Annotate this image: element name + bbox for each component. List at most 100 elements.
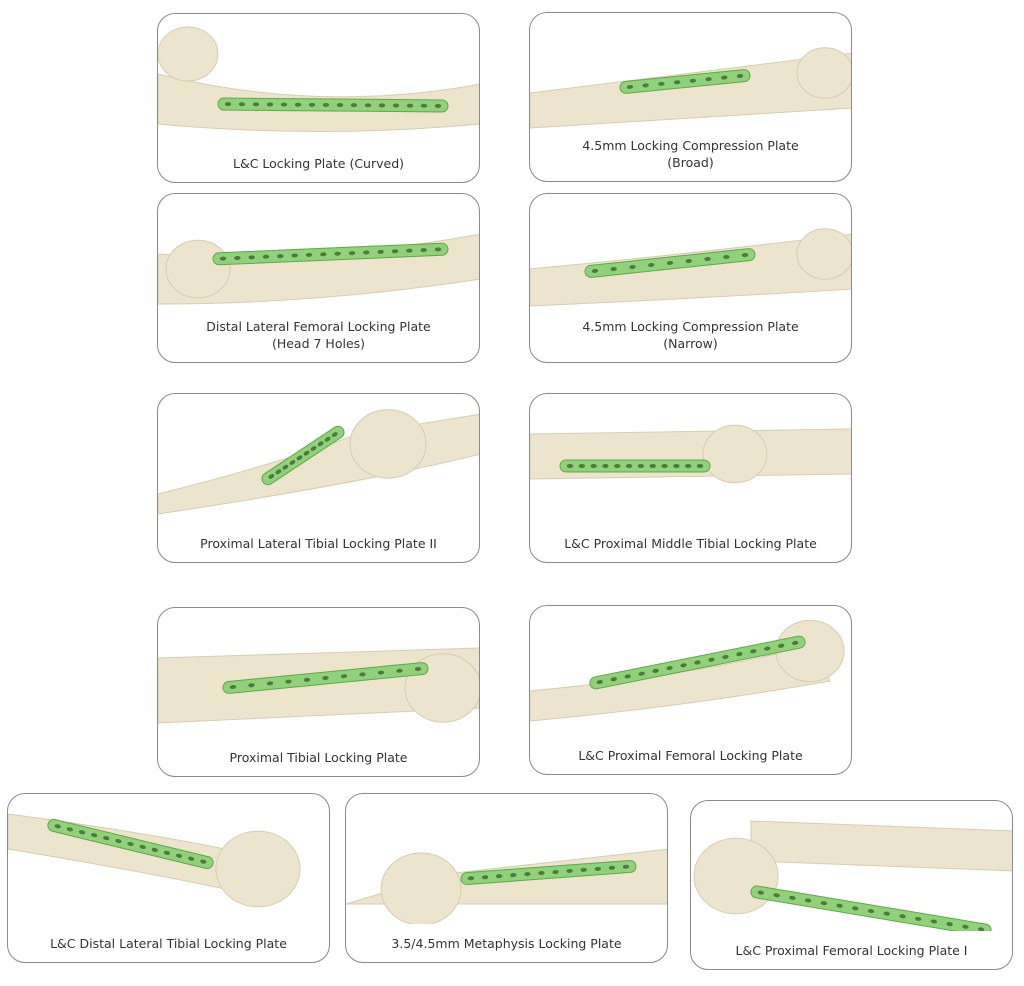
locking-plate [212, 242, 449, 266]
product-card[interactable]: L&C Locking Plate (Curved) [157, 13, 480, 183]
product-title: Proximal Lateral Tibial Locking Plate II [200, 536, 437, 551]
product-title: L&C Locking Plate (Curved) [232, 156, 405, 171]
plate-illustration [693, 820, 1012, 931]
plate-hole [340, 674, 348, 679]
plate-hole [248, 255, 255, 260]
plate-hole [262, 254, 270, 259]
plate-hole [188, 856, 195, 861]
plate-hole [977, 927, 985, 931]
plate-illustration [8, 813, 301, 908]
plate-hole [275, 469, 282, 475]
plate-hole [915, 916, 922, 921]
plate-hole [852, 906, 859, 911]
locking-plate [222, 662, 429, 694]
bone-joint [380, 852, 462, 924]
bone-shape [158, 413, 479, 515]
product-title: L&C Proximal Femoral Locking Plate I [735, 943, 968, 958]
plate-hole [757, 890, 765, 895]
bone-joint [349, 409, 427, 479]
bone-joint [693, 837, 779, 915]
plate-hole [364, 103, 372, 108]
plate-hole [685, 258, 692, 264]
plate-hole [495, 874, 503, 879]
plate-hole [378, 103, 386, 108]
plate-hole [90, 833, 98, 838]
plate-hole [406, 248, 413, 253]
plate-hole [867, 908, 875, 914]
plate-hole [773, 893, 780, 898]
product-card[interactable]: Proximal Lateral Tibial Locking Plate II [157, 393, 480, 563]
plate-hole [66, 827, 73, 832]
product-title: L&C Distal Lateral Tibial Locking Plate [50, 936, 287, 951]
locking-plate [460, 859, 637, 886]
plate-hole [626, 84, 634, 90]
product-card[interactable]: Proximal Tibial Locking Plate [157, 607, 480, 777]
plate-hole [624, 674, 631, 679]
plate-hole [248, 683, 255, 688]
plate-illustration [346, 848, 667, 924]
plate-hole [175, 853, 183, 858]
product-title: 4.5mm Locking Compression Plate [582, 319, 799, 334]
plate-hole [481, 875, 489, 880]
plate-hole [883, 911, 890, 916]
plate-hole [277, 254, 284, 259]
plate-hole [552, 869, 559, 874]
product-caption: L&C Proximal Femoral Locking Plate [530, 747, 851, 764]
product-card[interactable]: 3.5/4.5mm Metaphysis Locking Plate [345, 793, 668, 963]
plate-hole [151, 847, 158, 852]
plate-illustration [530, 424, 851, 484]
plate-hole [229, 685, 237, 690]
bone-shape [750, 820, 1012, 872]
plate-hole [721, 75, 728, 80]
plate-hole [219, 256, 227, 261]
plate-hole [434, 103, 442, 108]
bone-shape [8, 813, 249, 895]
plate-hole [115, 838, 122, 844]
locking-plate [750, 885, 992, 931]
product-card[interactable]: L&C Distal Lateral Tibial Locking Plate [7, 793, 330, 963]
plate-hole [434, 247, 442, 252]
locking-plate [47, 818, 214, 870]
plate-hole [308, 102, 316, 107]
product-card[interactable]: L&C Proximal Middle Tibial Locking Plate [529, 393, 852, 563]
plate-hole [266, 102, 274, 107]
product-card[interactable]: 4.5mm Locking Compression Plate (Broad) [529, 12, 852, 182]
bone-shape [530, 52, 851, 129]
plate-hole [736, 73, 744, 79]
plate-hole [696, 464, 704, 468]
product-title: Distal Lateral Femoral Locking Plate [206, 319, 431, 334]
plate-hole [303, 450, 310, 456]
plate-hole [684, 464, 692, 468]
plate-hole [305, 252, 313, 257]
plate-hole [610, 677, 617, 682]
plate-hole [510, 873, 517, 878]
product-subtitle: (Narrow) [663, 336, 718, 351]
product-caption: L&C Proximal Femoral Locking Plate I [691, 942, 1012, 959]
plate-hole [391, 249, 399, 254]
product-card[interactable]: 4.5mm Locking Compression Plate (Narrow) [529, 193, 852, 363]
plate-hole [594, 866, 602, 871]
plate-hole [694, 660, 701, 665]
product-card[interactable]: L&C Proximal Femoral Locking Plate [529, 605, 852, 775]
plate-hole [836, 903, 843, 908]
plate-hole [127, 841, 134, 847]
plate-hole [666, 260, 674, 266]
plate-illustration [158, 409, 479, 515]
product-caption: L&C Distal Lateral Tibial Locking Plate [8, 935, 329, 952]
plate-hole [359, 672, 366, 677]
plate-hole [610, 266, 617, 271]
product-card[interactable]: Distal Lateral Femoral Locking Plate (He… [157, 193, 480, 363]
plate-hole [294, 102, 302, 107]
plate-hole [608, 865, 616, 870]
plate-hole [291, 253, 298, 258]
plate-hole [285, 679, 292, 684]
product-subtitle: (Head 7 Holes) [271, 336, 366, 351]
product-card[interactable]: L&C Proximal Femoral Locking Plate I [690, 800, 1013, 970]
plate-hole [200, 859, 207, 864]
plate-hole [377, 249, 384, 254]
plate-hole [580, 867, 587, 872]
locking-plate [559, 459, 711, 473]
plate-hole [467, 876, 475, 881]
bone-joint [215, 830, 301, 908]
plate-hole [566, 868, 573, 873]
